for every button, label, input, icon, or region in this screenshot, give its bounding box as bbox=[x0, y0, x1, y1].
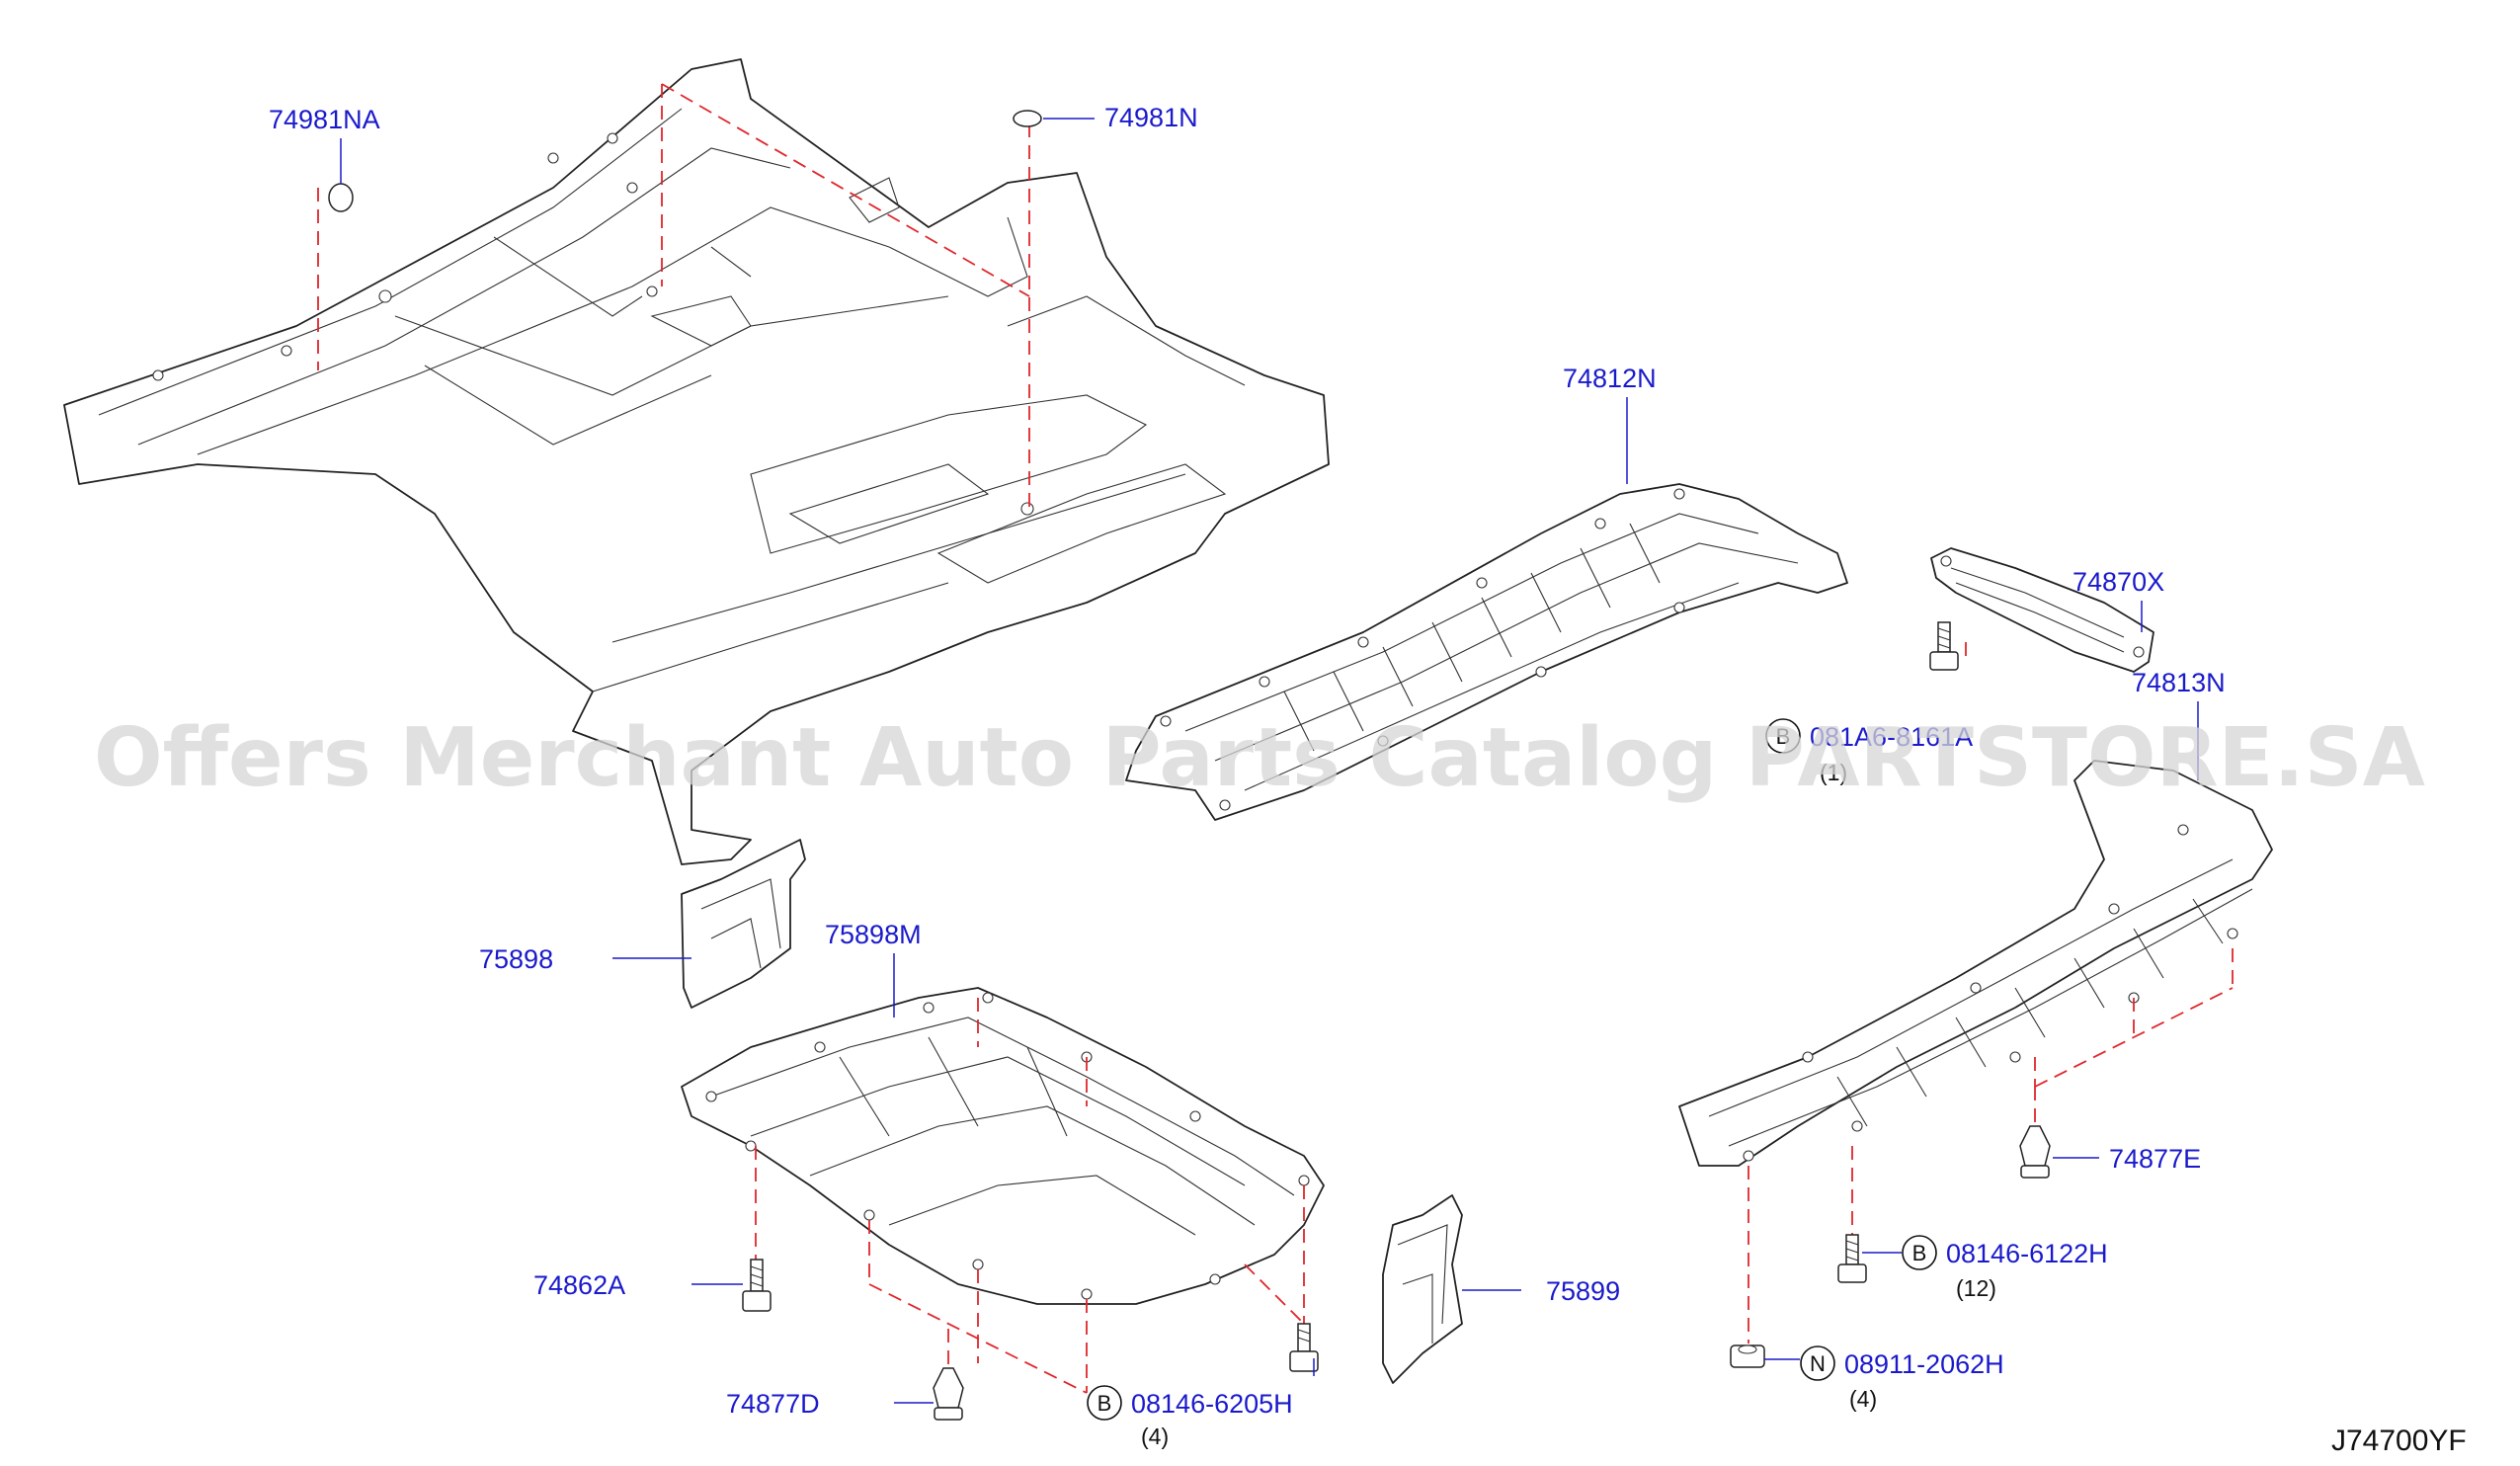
leader-lines bbox=[340, 118, 2199, 1404]
label-74813N: 74813N bbox=[2132, 668, 2226, 697]
undercover-74813N bbox=[1678, 760, 2273, 1167]
label-75898M: 75898M bbox=[825, 920, 922, 949]
plug-74981NA bbox=[328, 183, 354, 212]
qty-2062H: (4) bbox=[1849, 1386, 1877, 1412]
bolt-8161A bbox=[1929, 621, 1959, 671]
label-74981NA: 74981NA bbox=[269, 105, 380, 134]
clip-74877E bbox=[2019, 1125, 2051, 1179]
label-08146-6205H: 08146-6205H bbox=[1131, 1389, 1293, 1419]
label-74862A: 74862A bbox=[533, 1270, 625, 1300]
svg-text:B: B bbox=[1776, 724, 1791, 749]
label-75899: 75899 bbox=[1546, 1276, 1620, 1306]
nut-2062H bbox=[1730, 1344, 1765, 1368]
plug-74981N bbox=[1013, 110, 1042, 127]
label-74981N: 74981N bbox=[1104, 103, 1198, 132]
undercover-74812N bbox=[1125, 483, 1848, 821]
bolt-6205H bbox=[1289, 1323, 1319, 1372]
circle-b-8161A: B bbox=[1765, 718, 1801, 754]
circle-b-6205H: B bbox=[1087, 1385, 1122, 1421]
label-74870X: 74870X bbox=[2073, 567, 2164, 597]
clip-74877D bbox=[933, 1367, 964, 1421]
diagram-reference-code: J74700YF bbox=[2331, 1425, 2467, 1457]
qty-6205H: (4) bbox=[1141, 1424, 1169, 1449]
label-74877D: 74877D bbox=[726, 1389, 820, 1419]
label-74812N: 74812N bbox=[1563, 364, 1657, 393]
bolt-74862A bbox=[742, 1259, 772, 1312]
label-75898: 75898 bbox=[479, 944, 553, 974]
floor-panel bbox=[63, 58, 1330, 865]
qty-6122H: (12) bbox=[1956, 1275, 1996, 1301]
splash-guard-75898 bbox=[681, 839, 806, 1009]
svg-text:B: B bbox=[1097, 1391, 1112, 1416]
label-08146-6122H: 08146-6122H bbox=[1946, 1239, 2108, 1268]
label-74877E: 74877E bbox=[2109, 1144, 2201, 1174]
splash-guard-75899 bbox=[1382, 1194, 1463, 1384]
bolt-6122H bbox=[1837, 1234, 1867, 1283]
label-08146-8161A: 081A6-8161A bbox=[1810, 722, 1973, 752]
svg-text:N: N bbox=[1810, 1351, 1826, 1376]
circle-n-2062H: N bbox=[1800, 1345, 1835, 1381]
circle-b-6122H: B bbox=[1902, 1235, 1937, 1270]
alignment-lines bbox=[317, 83, 2234, 1403]
svg-text:B: B bbox=[1912, 1241, 1927, 1265]
watermark: Offers Merchant Auto Parts Catalog PARTS… bbox=[94, 711, 2426, 805]
qty-8161A: (1) bbox=[1820, 760, 1847, 785]
undercover-75898M bbox=[681, 987, 1325, 1305]
label-08911-2062H: 08911-2062H bbox=[1844, 1349, 2004, 1379]
bracket-74870X bbox=[1930, 547, 2154, 673]
